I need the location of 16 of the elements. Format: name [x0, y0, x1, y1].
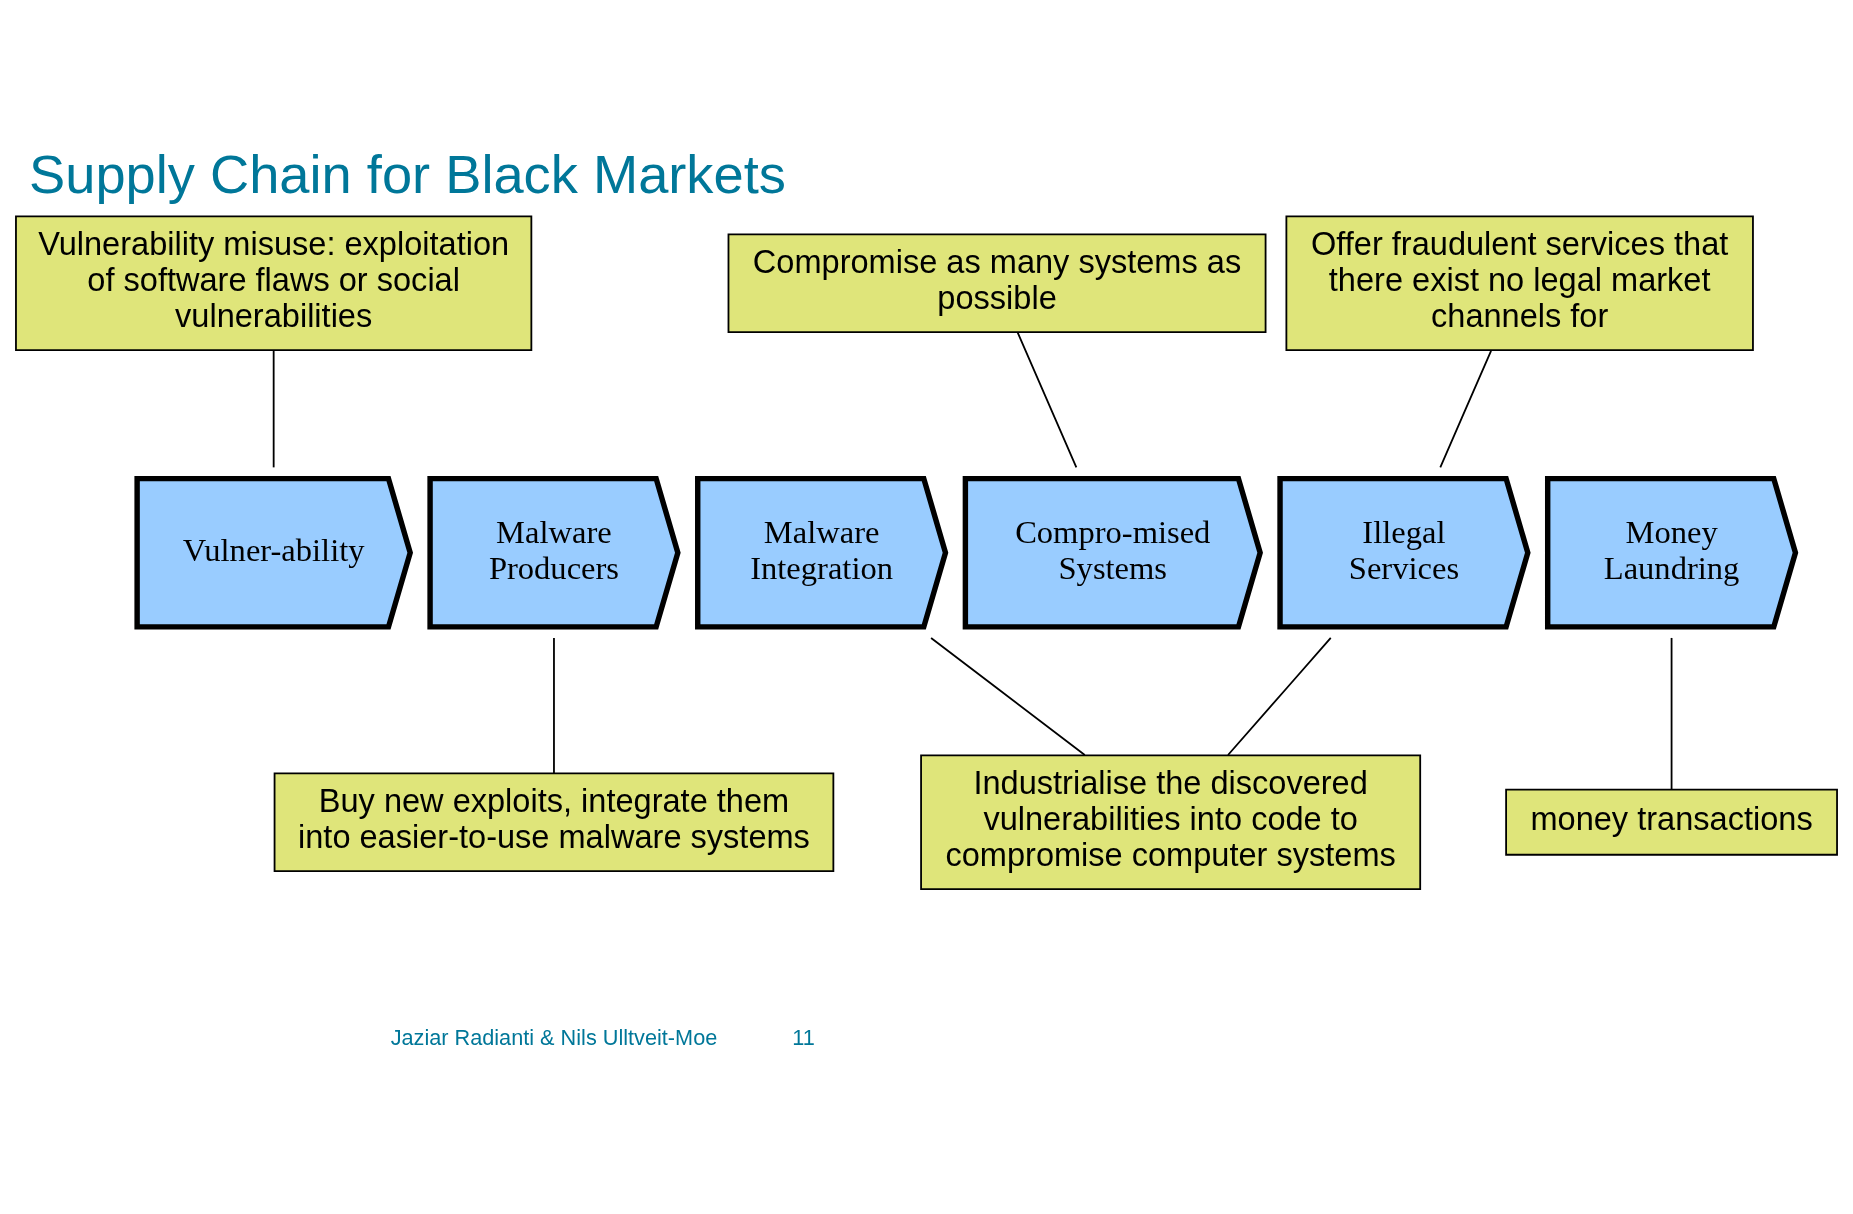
- node-box: money transactions: [1505, 788, 1838, 856]
- node-box: Compromise as many systems as possible: [727, 233, 1267, 334]
- connector: [553, 637, 555, 774]
- node-box: Vulnerability misuse: exploitation of software flaws or social vulnerabilities: [15, 215, 533, 352]
- label: 11: [792, 1024, 815, 1050]
- node-box: Industrialise the discovered vulnerabilities into code to compromise computer systems: [920, 754, 1422, 890]
- connector: [1670, 637, 1673, 791]
- connector: [1227, 637, 1332, 756]
- label: Jaziar Radianti & Nils Ulltveit-Moe: [390, 1024, 718, 1050]
- node-box: Buy new exploits, integrate them into easier-to-use malware systems: [273, 772, 835, 872]
- diagram-title: Supply Chain for Black Markets: [29, 143, 786, 204]
- node-box: Offer fraudulent services that there exist no legal market channels for: [1285, 215, 1754, 352]
- connector: [930, 637, 1086, 756]
- connector: [1439, 349, 1492, 469]
- connector: [272, 349, 275, 469]
- connector: [1016, 331, 1078, 469]
